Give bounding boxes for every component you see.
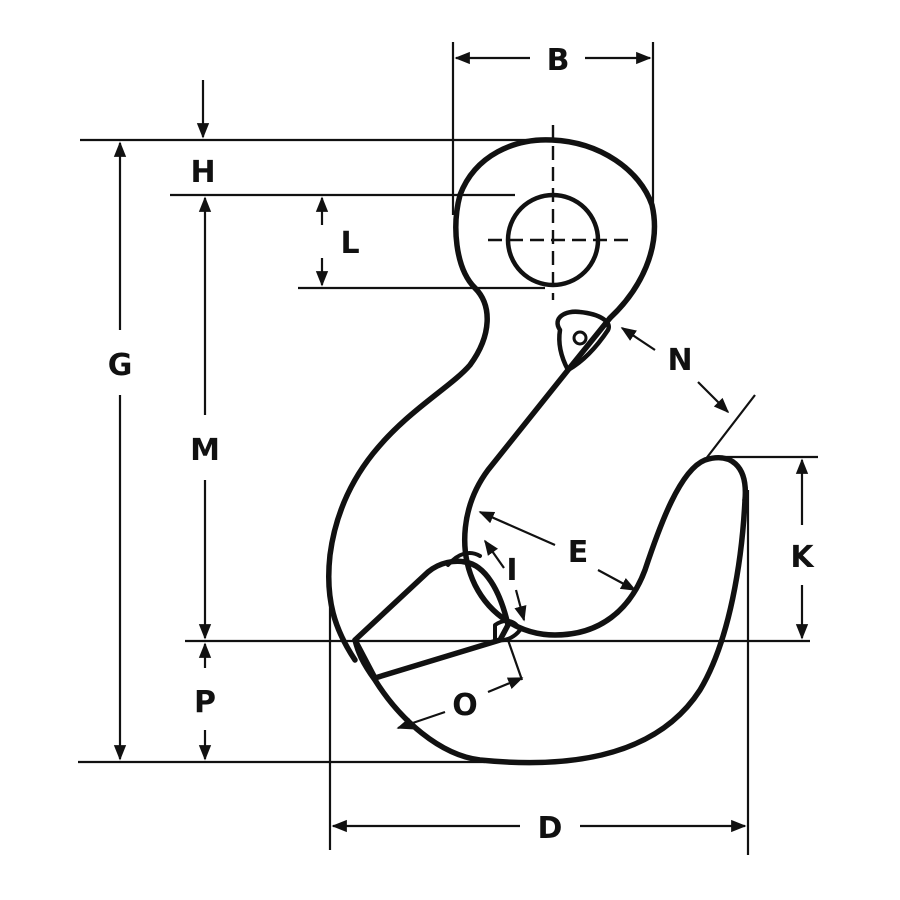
dim-e-right [597, 569, 637, 591]
dim-i-top [484, 539, 505, 569]
latch-pivot-pin [572, 330, 588, 346]
label-h: H [190, 155, 215, 190]
shank-outer-left [325, 285, 490, 663]
dim-n-right [697, 381, 730, 414]
extension-lines [78, 42, 818, 855]
dim-e-left [478, 510, 556, 547]
label-d: D [538, 811, 563, 846]
label-g: G [108, 348, 133, 383]
latch-plate [352, 558, 511, 681]
dim-n-left [620, 327, 656, 351]
ext-n [704, 394, 756, 461]
latch-spring-tab [446, 551, 482, 567]
label-k: K [790, 540, 815, 575]
label-o: O [452, 688, 478, 723]
eye-outer-ring [453, 137, 658, 321]
label-b: B [547, 43, 570, 78]
label-p: P [194, 685, 216, 720]
label-i: I [506, 553, 517, 588]
hook-body [325, 137, 749, 766]
dim-o-left [396, 710, 446, 730]
dim-o-right [487, 676, 524, 694]
centerlines [488, 125, 628, 300]
dimension-lines [113, 51, 809, 833]
label-l: L [340, 226, 359, 261]
label-m: M [190, 433, 220, 468]
label-e: E [568, 535, 589, 570]
label-n: N [667, 343, 692, 378]
latch-pivot-lug [555, 309, 611, 373]
dimension-labels: B H L G M N E I K P O D [108, 43, 816, 846]
dim-i-bottom [514, 589, 527, 622]
ext-o-right [506, 639, 524, 681]
